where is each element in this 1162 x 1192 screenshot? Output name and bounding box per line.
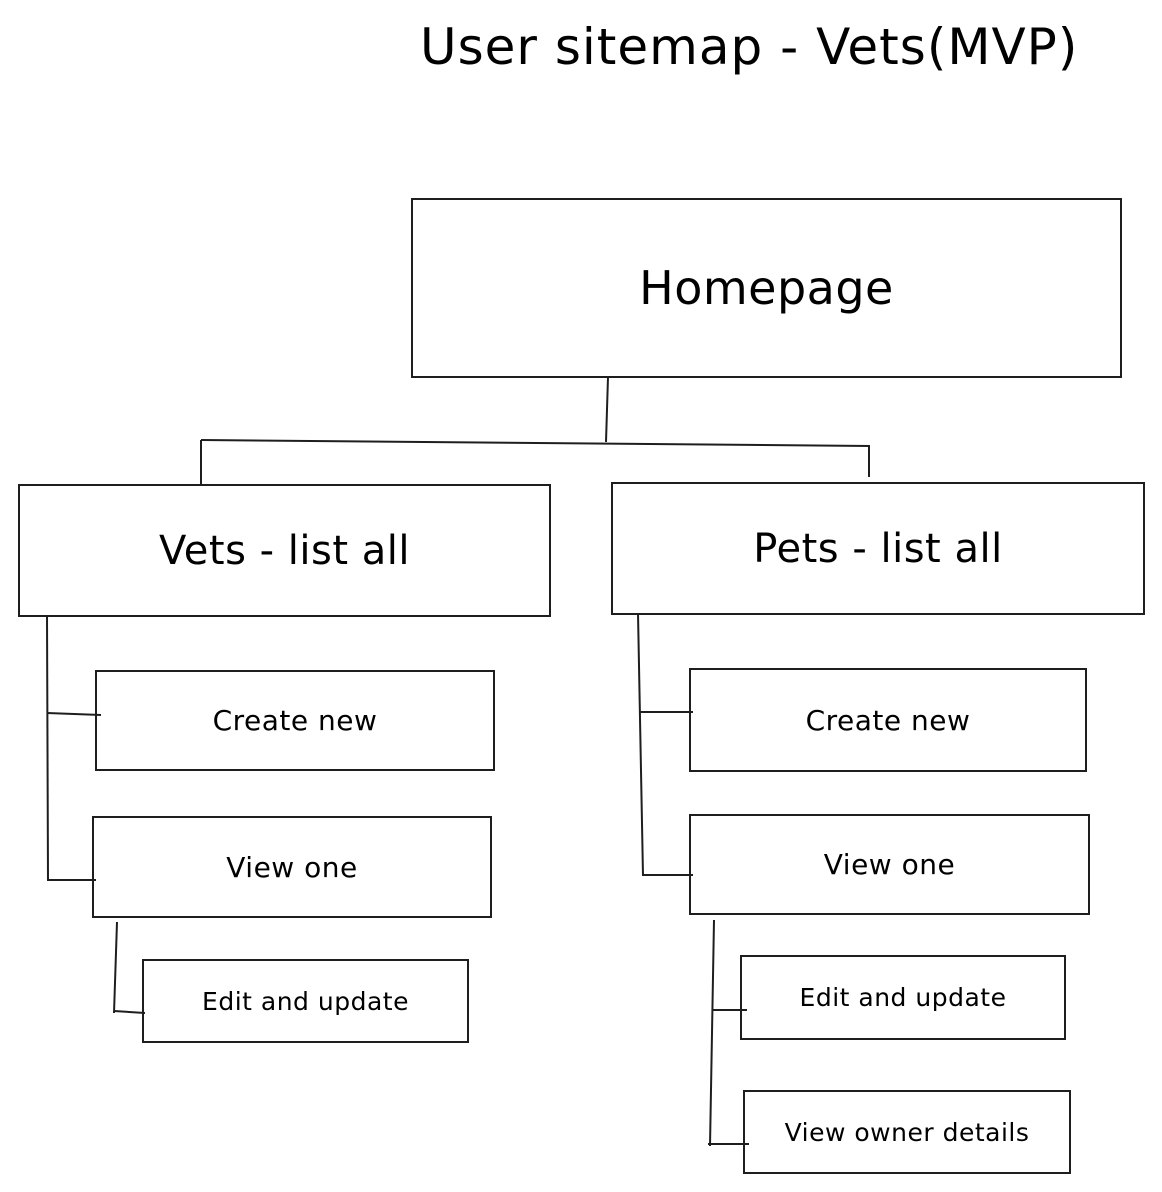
- node-vets-edit-update-label: Edit and update: [202, 986, 409, 1016]
- page-title: User sitemap - Vets(MVP): [420, 18, 1079, 76]
- connector-vets-edit: [113, 1010, 146, 1014]
- connector-vets-trunk: [46, 614, 49, 882]
- node-vets-list-all-label: Vets - list all: [159, 527, 410, 574]
- node-pets-view-owner-label: View owner details: [784, 1117, 1030, 1147]
- node-pets-list-all[interactable]: Pets - list all: [611, 482, 1145, 615]
- connector-pets-view-trunk: [709, 919, 715, 1147]
- node-vets-view-one-label: View one: [226, 850, 358, 884]
- node-vets-edit-update[interactable]: Edit and update: [142, 959, 469, 1043]
- node-pets-edit-update[interactable]: Edit and update: [740, 955, 1066, 1040]
- node-pets-edit-update-label: Edit and update: [799, 983, 1007, 1012]
- connector-vets-create: [46, 712, 102, 716]
- node-vets-create-new-label: Create new: [212, 704, 378, 737]
- node-vets-view-one[interactable]: View one: [92, 816, 492, 918]
- connector-homepage-down: [605, 376, 609, 443]
- connector-pets-trunk: [637, 612, 644, 877]
- node-homepage[interactable]: Homepage: [411, 198, 1122, 378]
- node-homepage-label: Homepage: [639, 261, 894, 315]
- node-vets-create-new[interactable]: Create new: [95, 670, 495, 771]
- node-pets-create-new-label: Create new: [805, 703, 971, 737]
- node-vets-list-all[interactable]: Vets - list all: [18, 484, 551, 617]
- connector-branch-bar: [200, 439, 871, 447]
- node-pets-view-one-label: View one: [823, 848, 956, 881]
- connector-vets-view-trunk: [113, 921, 118, 1014]
- node-pets-list-all-label: Pets - list all: [753, 525, 1003, 572]
- node-pets-view-owner[interactable]: View owner details: [743, 1090, 1071, 1174]
- node-pets-create-new[interactable]: Create new: [689, 668, 1087, 772]
- node-pets-view-one[interactable]: View one: [689, 814, 1090, 915]
